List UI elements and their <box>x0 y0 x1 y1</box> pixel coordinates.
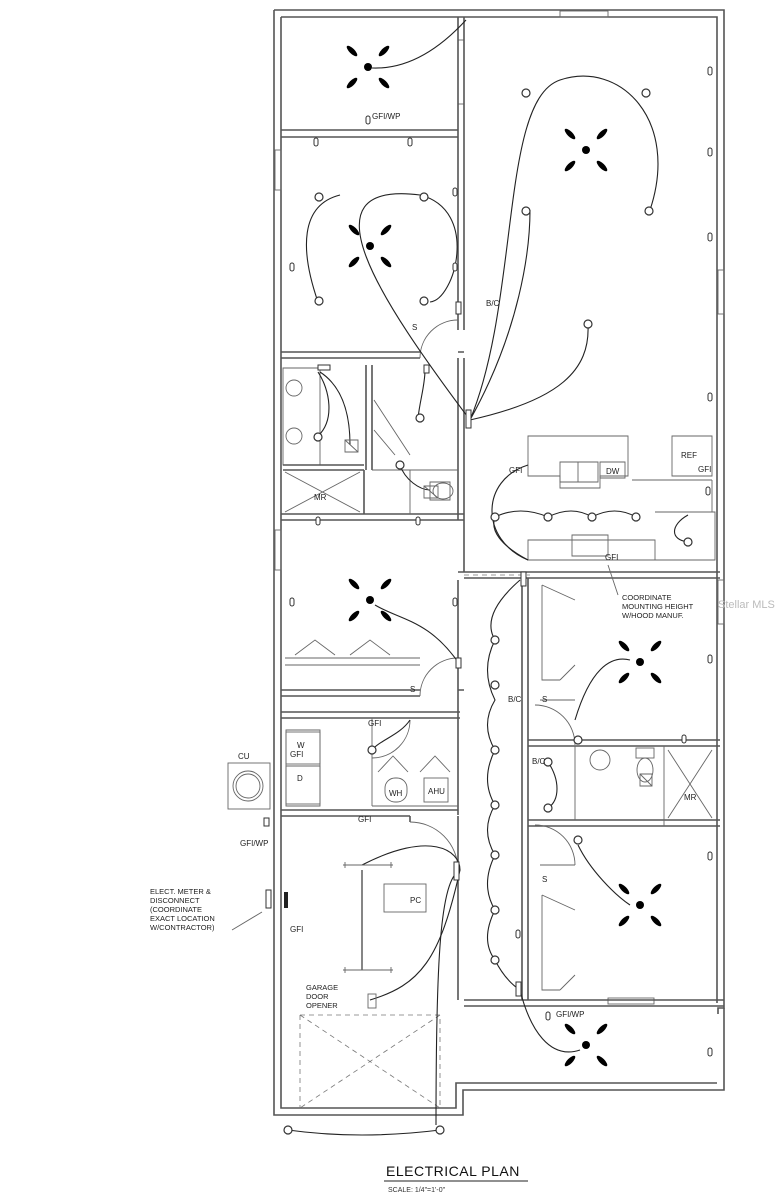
label-washer: W <box>297 741 305 750</box>
meter-note-3: (COORDINATE <box>150 905 202 914</box>
label-dryer: D <box>297 774 303 783</box>
meter-note-4: EXACT LOCATION <box>150 914 215 923</box>
drawing-title-block: ELECTRICAL PLAN SCALE: 1/4"=1'-0" <box>384 1163 528 1194</box>
label-garage-opener-2: DOOR <box>306 992 329 1001</box>
fan-bedroom2-icon <box>347 577 393 623</box>
label-bc-2: B/C <box>508 695 522 704</box>
fan-porch-icon <box>345 44 391 90</box>
label-bc-1: B/C <box>486 299 500 308</box>
plan-labels: GFI/WP B/C S MR DW REF GFI GFI GFI S B/C… <box>150 112 711 1019</box>
fan-rear-porch-icon <box>563 1022 609 1068</box>
label-gfi-hood: GFI <box>605 553 618 562</box>
label-mr-1: MR <box>314 493 327 502</box>
label-gfi-wp-porch: GFI/WP <box>372 112 400 121</box>
hood-note-3: W/HOOD MANUF. <box>622 611 684 620</box>
label-air-handler: AHU <box>428 787 445 796</box>
label-mr-2: MR <box>684 793 697 802</box>
drawing-scale: SCALE: 1/4"=1'-0" <box>388 1187 446 1194</box>
fan-great-room-icon <box>563 127 609 173</box>
label-gfi-kitchen: GFI <box>509 466 522 475</box>
light-fixtures <box>283 88 693 1135</box>
label-gfi-laundry: GFI <box>368 719 381 728</box>
label-switch-3: S <box>542 695 547 704</box>
label-gfi-wp-exterior: GFI/WP <box>240 839 268 848</box>
meter-note-5: W/CONTRACTOR) <box>150 923 215 932</box>
outlets <box>289 66 713 1057</box>
label-condenser: CU <box>238 752 250 761</box>
label-ref: REF <box>681 451 697 460</box>
label-dw: DW <box>606 467 620 476</box>
meter-note-2: DISCONNECT <box>150 896 200 905</box>
meter-note-1: ELECT. METER & <box>150 887 211 896</box>
label-gfi-ref: GFI <box>698 465 711 474</box>
exterior-walls <box>273 9 725 1116</box>
interior-walls <box>281 17 724 1109</box>
label-switch-1: S <box>412 323 417 332</box>
label-gfi-wp-rear: GFI/WP <box>556 1010 584 1019</box>
label-switch-2: S <box>410 685 415 694</box>
hood-note-2: MOUNTING HEIGHT <box>622 602 694 611</box>
label-bc-3: B/C <box>532 757 546 766</box>
label-garage-opener-3: OPENER <box>306 1001 338 1010</box>
fan-bedroom3-icon <box>617 639 663 685</box>
label-gfi-garage-2: GFI <box>290 925 303 934</box>
label-gfi-garage: GFI <box>358 815 371 824</box>
fan-bedroom1-icon <box>347 223 393 269</box>
label-switch-4: S <box>542 875 547 884</box>
label-gfi-washer: GFI <box>290 750 303 759</box>
label-water-heater: WH <box>389 789 403 798</box>
watermark: Stellar MLS <box>718 599 775 611</box>
switches <box>263 301 527 997</box>
label-garage-opener-1: GARAGE <box>306 983 338 992</box>
plumbing-fixtures <box>227 379 655 1009</box>
hood-note-1: COORDINATE <box>622 593 671 602</box>
drawing-title: ELECTRICAL PLAN <box>386 1163 520 1179</box>
label-pc: PC <box>410 896 421 905</box>
fan-bedroom4-icon <box>617 882 663 928</box>
